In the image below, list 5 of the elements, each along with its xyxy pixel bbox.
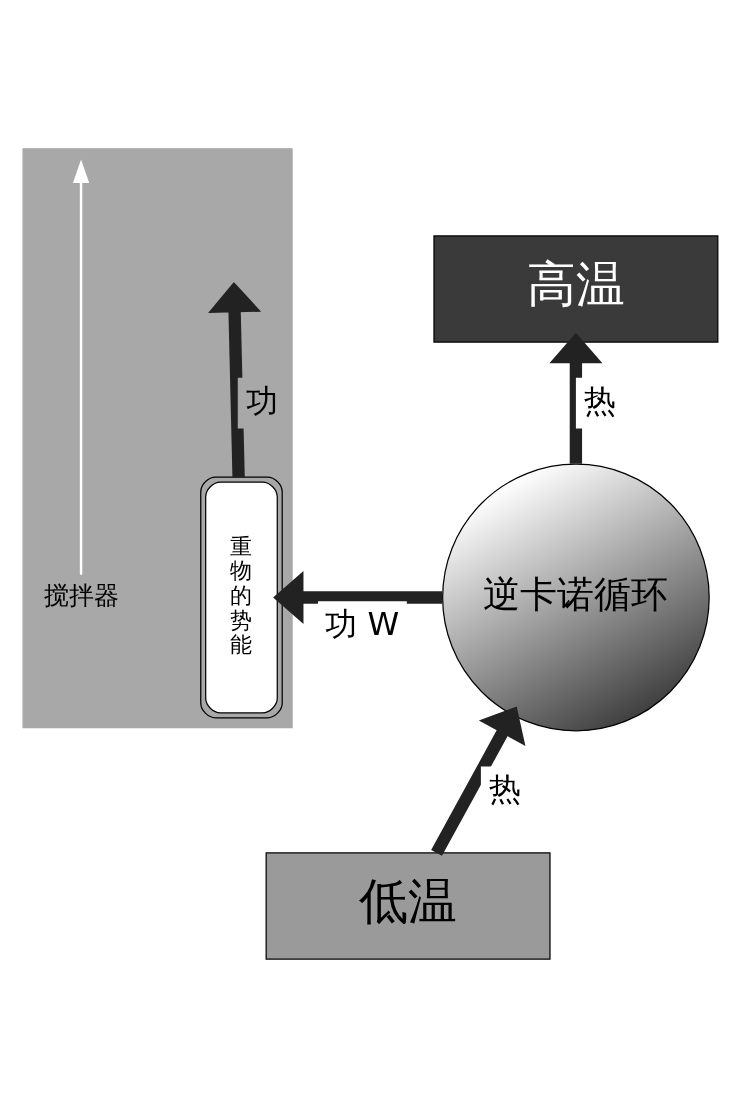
edge-label: 热 — [583, 381, 616, 420]
edge-label: 功 W — [325, 604, 400, 643]
node-text: 搅拌器 — [43, 580, 119, 610]
edge-label: 功 — [245, 381, 278, 420]
edge-label: 热 — [488, 770, 521, 809]
